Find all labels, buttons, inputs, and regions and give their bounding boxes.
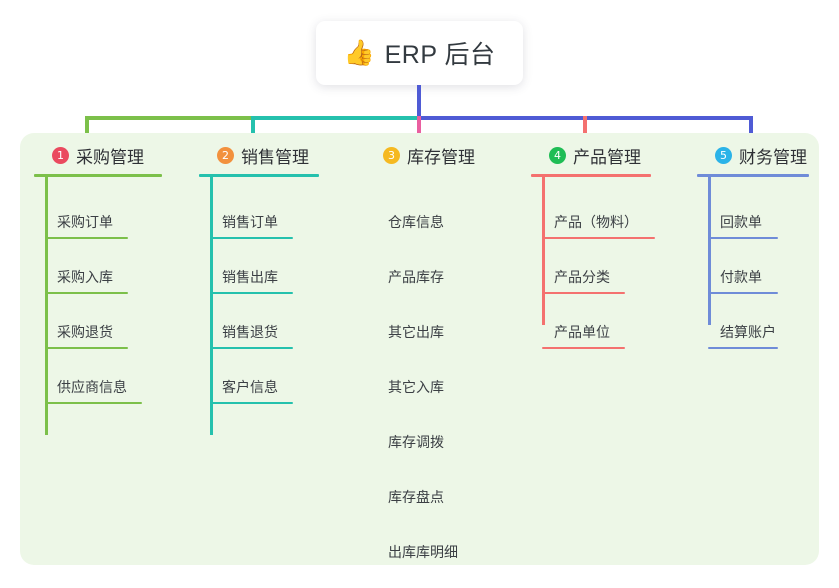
module-header-5[interactable]: 5 财务管理 xyxy=(697,142,809,168)
module-header-rule xyxy=(199,174,319,177)
module-item-rule xyxy=(376,402,459,404)
module-item-label: 库存盘点 xyxy=(388,489,444,505)
connector-root-stem xyxy=(417,85,421,118)
module-item-rule xyxy=(376,567,459,569)
module-item-rule xyxy=(376,292,459,294)
module-item-label: 出库库明细 xyxy=(388,544,458,560)
module-item-label: 采购退货 xyxy=(57,324,113,340)
module-number-badge: 5 xyxy=(715,146,732,164)
module-item-rule xyxy=(376,347,459,349)
module-item-rule xyxy=(708,237,778,239)
module-item-label: 产品库存 xyxy=(388,269,444,285)
module-item-label: 回款单 xyxy=(720,214,762,230)
module-item[interactable]: 销售退货 xyxy=(210,322,293,349)
module-item-label: 其它出库 xyxy=(388,324,444,340)
connector-bus-segment-1 xyxy=(85,116,255,120)
module-header-rule xyxy=(34,174,162,177)
module-title: 采购管理 xyxy=(76,147,144,167)
module-item[interactable]: 产品单位 xyxy=(542,322,625,349)
module-number-badge: 3 xyxy=(383,146,400,164)
module-item[interactable]: 库存调拨 xyxy=(376,432,459,459)
module-item-label: 销售退货 xyxy=(222,324,278,340)
module-header-4[interactable]: 4 产品管理 xyxy=(531,142,651,168)
module-item[interactable]: 其它出库 xyxy=(376,322,459,349)
module-item-label: 客户信息 xyxy=(222,379,278,395)
module-item-label: 产品（物料） xyxy=(554,214,638,230)
module-item-rule xyxy=(542,237,655,239)
module-item-label: 销售出库 xyxy=(222,269,278,285)
module-item-label: 付款单 xyxy=(720,269,762,285)
module-column-2: 2 销售管理销售订单销售出库销售退货客户信息 xyxy=(199,142,319,435)
module-item-rule xyxy=(210,237,293,239)
module-title: 财务管理 xyxy=(739,147,807,167)
module-spine xyxy=(708,177,711,325)
module-item-rule xyxy=(45,292,128,294)
module-item-rule xyxy=(45,237,128,239)
module-spine xyxy=(45,177,48,435)
module-header-2[interactable]: 2 销售管理 xyxy=(199,142,319,168)
module-item-label: 产品单位 xyxy=(554,324,610,340)
connector-bus-segment-2 xyxy=(253,116,421,120)
module-item[interactable]: 产品库存 xyxy=(376,267,459,294)
module-header-3[interactable]: 3 库存管理 xyxy=(365,142,485,168)
thumbs-up-icon: 👍 xyxy=(343,38,375,67)
module-number-badge: 4 xyxy=(549,146,566,164)
module-item[interactable]: 销售订单 xyxy=(210,212,293,239)
module-item-label: 采购入库 xyxy=(57,269,113,285)
module-item-label: 结算账户 xyxy=(720,324,776,340)
module-item[interactable]: 销售出库 xyxy=(210,267,293,294)
module-header-rule xyxy=(531,174,651,177)
module-item-label: 仓库信息 xyxy=(388,214,444,230)
module-title: 产品管理 xyxy=(573,147,641,167)
module-spine xyxy=(210,177,213,435)
module-column-5: 5 财务管理回款单付款单结算账户 xyxy=(697,142,809,349)
module-title: 库存管理 xyxy=(407,147,475,167)
module-item-rule xyxy=(210,402,293,404)
module-item-rule xyxy=(210,292,293,294)
module-item-label: 其它入库 xyxy=(388,379,444,395)
module-item-rule xyxy=(542,347,625,349)
module-item-label: 库存调拨 xyxy=(388,434,444,450)
module-item-label: 销售订单 xyxy=(222,214,278,230)
module-item[interactable]: 结算账户 xyxy=(708,322,778,349)
module-item-label: 产品分类 xyxy=(554,269,610,285)
module-item-rule xyxy=(45,402,142,404)
root-node-title: ERP 后台 xyxy=(384,41,496,69)
module-number-badge: 1 xyxy=(52,146,69,164)
module-item-rule xyxy=(45,347,128,349)
root-node-erp-backend[interactable]: 👍 ERP 后台 xyxy=(316,21,523,85)
module-item[interactable]: 库存盘点 xyxy=(376,487,459,514)
module-item-rule xyxy=(708,292,778,294)
module-number-badge: 2 xyxy=(217,146,234,164)
modules-panel xyxy=(20,133,819,565)
module-item[interactable]: 其它入库 xyxy=(376,377,459,404)
module-item[interactable]: 产品（物料） xyxy=(542,212,655,239)
module-item[interactable]: 供应商信息 xyxy=(45,377,142,404)
module-item-rule xyxy=(210,347,293,349)
module-item[interactable]: 付款单 xyxy=(708,267,778,294)
module-item[interactable]: 采购订单 xyxy=(45,212,128,239)
module-item[interactable]: 产品分类 xyxy=(542,267,625,294)
module-item-rule xyxy=(376,512,459,514)
module-item[interactable]: 仓库信息 xyxy=(376,212,459,239)
module-column-4: 4 产品管理产品（物料） 产品分类产品单位 xyxy=(531,142,655,349)
module-item[interactable]: 采购退货 xyxy=(45,322,128,349)
module-header-rule xyxy=(697,174,809,177)
module-item[interactable]: 回款单 xyxy=(708,212,778,239)
module-item[interactable]: 客户信息 xyxy=(210,377,293,404)
module-item-label: 供应商信息 xyxy=(57,379,127,395)
module-column-1: 1 采购管理采购订单采购入库采购退货供应商信息 xyxy=(34,142,162,435)
module-item-label: 采购订单 xyxy=(57,214,113,230)
module-item-rule xyxy=(376,237,459,239)
module-item[interactable]: 出库库明细 xyxy=(376,542,459,569)
module-column-3: 3 库存管理仓库信息产品库存其它出库其它入库库存调拨库存盘点出库库明细 xyxy=(365,142,485,560)
module-item-rule xyxy=(542,292,625,294)
module-header-1[interactable]: 1 采购管理 xyxy=(34,142,162,168)
module-item-rule xyxy=(708,347,778,349)
module-item-rule xyxy=(376,457,459,459)
module-title: 销售管理 xyxy=(241,147,309,167)
module-header-rule xyxy=(365,174,485,177)
module-spine xyxy=(542,177,545,325)
module-item[interactable]: 采购入库 xyxy=(45,267,128,294)
